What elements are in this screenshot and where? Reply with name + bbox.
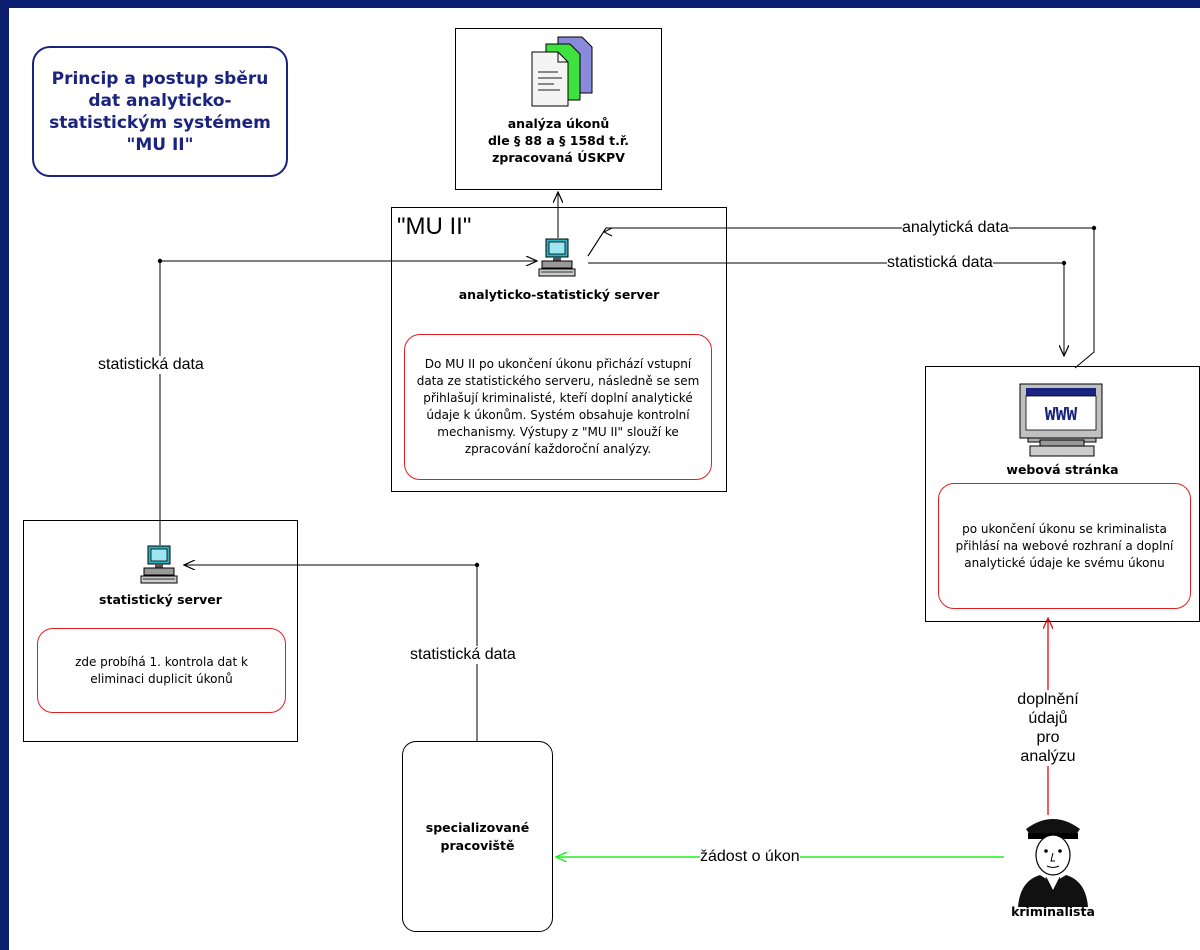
flow-label-statistical-data-right: statistická data xyxy=(887,254,993,272)
window-frame-top xyxy=(0,0,1200,8)
www-monitor-icon: WWW xyxy=(1019,383,1103,457)
police-officer-icon xyxy=(1018,813,1088,907)
computer-icon xyxy=(538,238,576,277)
flow-label-statistical-data-mid: statistická data xyxy=(410,646,516,664)
www-screen-text: WWW xyxy=(1045,404,1078,425)
flow-label-request: žádost o úkon xyxy=(700,848,800,866)
analysis-box: analýza úkonů dle § 88 a § 158d t.ř. zpr… xyxy=(455,28,662,190)
mu2-server-label: analyticko-statistický server xyxy=(458,287,660,302)
web-label: webová stránka xyxy=(1006,462,1119,477)
mu2-label: "MU II" xyxy=(397,213,472,240)
stat-server-label: statistický server xyxy=(99,592,222,607)
stat-server-box: statistický server zde probíhá 1. kontro… xyxy=(23,520,298,742)
flow-label-statistical-data-left: statistická data xyxy=(98,356,204,374)
computer-icon xyxy=(140,545,178,584)
criminalist-label: kriminalista xyxy=(1011,904,1095,919)
stat-server-description: zde probíhá 1. kontrola dat k eliminaci … xyxy=(37,628,286,713)
flow-label-analytical-data: analytická data xyxy=(902,219,1009,237)
diagram-title: Princip a postup sběru dat analyticko-st… xyxy=(32,46,288,177)
flow-label-supplement: doplnění údajů pro analýzu xyxy=(1005,690,1091,766)
analysis-label: analýza úkonů dle § 88 a § 158d t.ř. zpr… xyxy=(487,116,630,165)
web-box: webová stránka po ukončení úkonu se krim… xyxy=(925,366,1200,622)
web-description: po ukončení úkonu se kriminalista přihlá… xyxy=(938,483,1191,609)
spec-box: specializované pracoviště xyxy=(402,741,553,932)
mu2-box: "MU II" analyticko-statistický server Do… xyxy=(391,207,727,492)
window-frame-left xyxy=(0,0,9,950)
documents-icon xyxy=(531,36,593,107)
mu2-description: Do MU II po ukončení úkonu přichází vstu… xyxy=(404,334,712,480)
